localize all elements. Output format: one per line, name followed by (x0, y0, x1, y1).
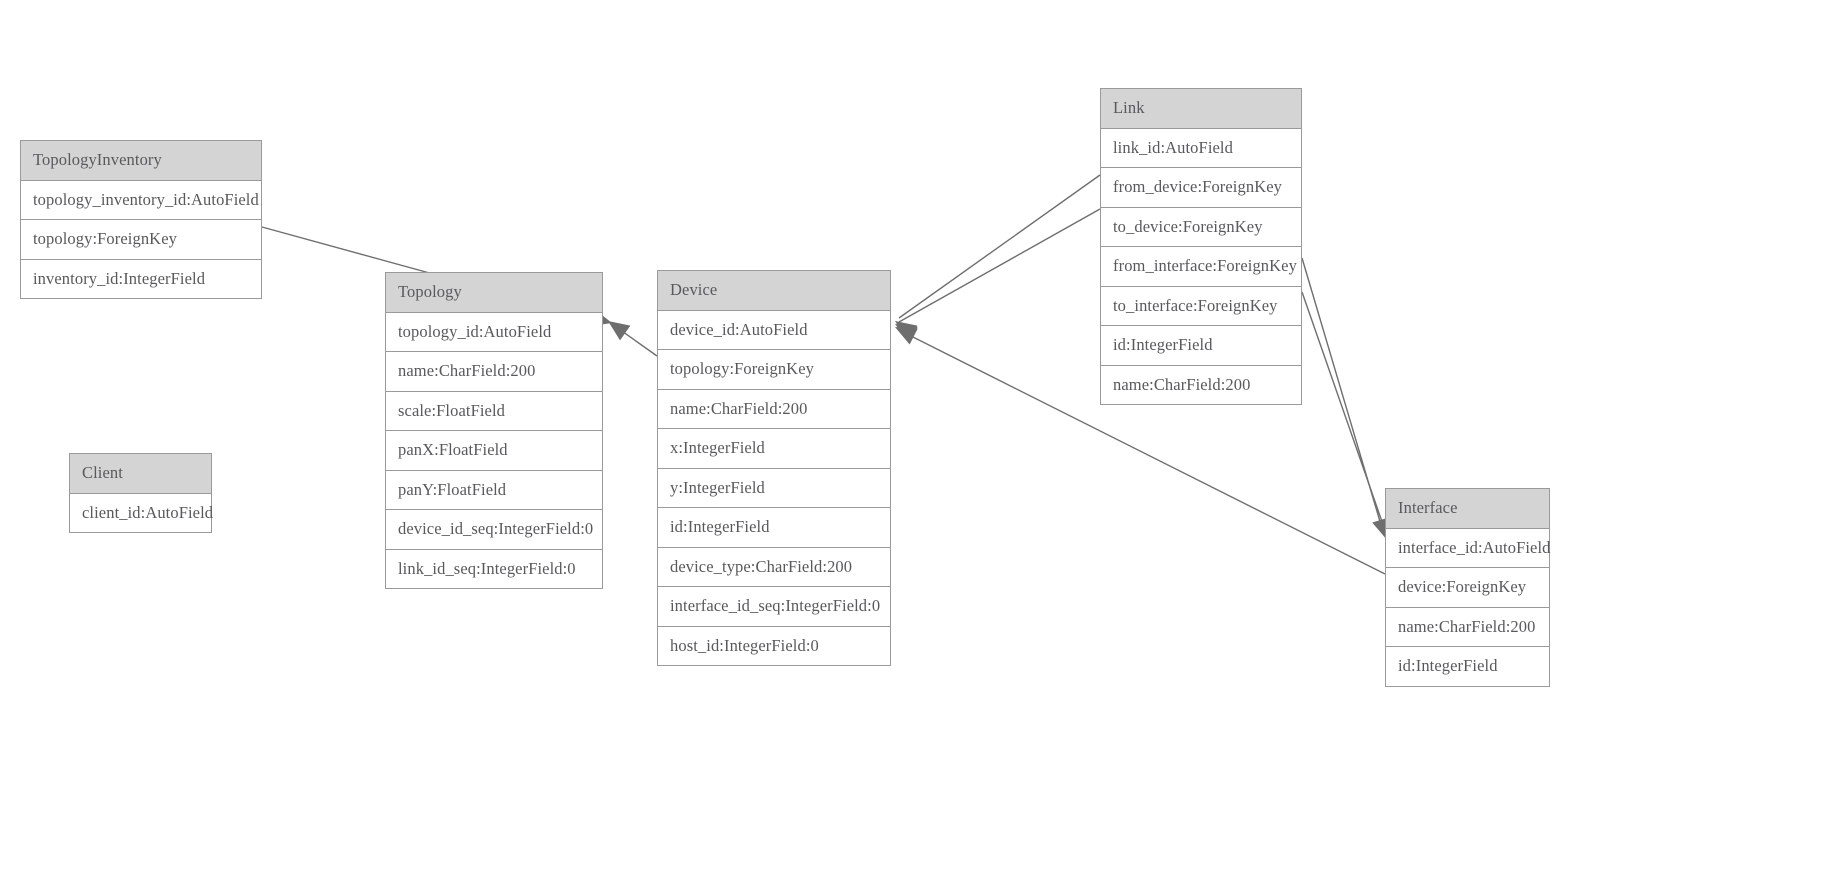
entity-field-device-3: x:IntegerField (658, 429, 890, 469)
relation-arrowhead-1 (608, 321, 631, 341)
relation-link-to-device (895, 174, 1101, 341)
entity-field-link-4: to_interface:ForeignKey (1101, 286, 1301, 326)
entity-title-device: Device (658, 271, 890, 311)
relation-line-3 (898, 208, 1101, 323)
entity-field-link-3: from_interface:ForeignKey (1101, 247, 1301, 287)
entity-field-interface-1: device:ForeignKey (1386, 568, 1549, 608)
entity-field-link-1: from_device:ForeignKey (1101, 168, 1301, 208)
relation-link-to-device (895, 208, 1101, 343)
relation-link-to-interface (1301, 291, 1391, 541)
entity-field-topology-4: panY:FloatField (386, 470, 602, 510)
entity-title-client: Client (70, 454, 211, 494)
entity-field-device-4: y:IntegerField (658, 468, 890, 508)
entity-field-device-2: name:CharField:200 (658, 389, 890, 429)
relation-line-2 (898, 174, 1101, 319)
entity-field-link-2: to_device:ForeignKey (1101, 207, 1301, 247)
entity-title-topology: Topology (386, 273, 602, 313)
entity-field-device-6: device_type:CharField:200 (658, 547, 890, 587)
entity-field-topology-5: device_id_seq:IntegerField:0 (386, 510, 602, 550)
entity-field-link-0: link_id:AutoField (1101, 128, 1301, 168)
relation-device-to-topology (608, 321, 658, 357)
entity-field-topologyinventory-0: topology_inventory_id:AutoField (21, 180, 261, 220)
relation-link-to-interface (1301, 257, 1390, 540)
entity-field-topologyinventory-1: topology:ForeignKey (21, 220, 261, 260)
entity-field-device-5: id:IntegerField (658, 508, 890, 548)
entity-field-link-5: id:IntegerField (1101, 326, 1301, 366)
entity-field-interface-2: name:CharField:200 (1386, 607, 1549, 647)
entity-field-topology-3: panX:FloatField (386, 431, 602, 471)
relation-arrowhead-3 (895, 324, 918, 343)
entity-field-device-7: interface_id_seq:IntegerField:0 (658, 587, 890, 627)
entity-field-topology-6: link_id_seq:IntegerField:0 (386, 549, 602, 588)
relation-arrowhead-2 (895, 321, 918, 341)
entity-field-interface-3: id:IntegerField (1386, 647, 1549, 686)
entity-field-topologyinventory-2: inventory_id:IntegerField (21, 259, 261, 298)
entity-field-device-0: device_id:AutoField (658, 310, 890, 350)
entity-field-device-8: host_id:IntegerField:0 (658, 626, 890, 665)
relation-line-1 (611, 323, 658, 357)
entity-title-interface: Interface (1386, 489, 1549, 529)
entity-field-topology-1: name:CharField:200 (386, 352, 602, 392)
relation-line-5 (1301, 291, 1388, 537)
entity-title-topologyinventory: TopologyInventory (21, 141, 261, 181)
entity-field-topology-2: scale:FloatField (386, 391, 602, 431)
entity-field-topology-0: topology_id:AutoField (386, 312, 602, 352)
entity-field-device-1: topology:ForeignKey (658, 350, 890, 390)
entity-title-link: Link (1101, 89, 1301, 129)
relation-line-4 (1301, 257, 1385, 536)
entity-field-client-0: client_id:AutoField (70, 493, 213, 532)
relation-arrowhead-6 (895, 327, 918, 345)
entity-field-link-6: name:CharField:200 (1101, 365, 1301, 404)
entity-field-interface-0: interface_id:AutoField (1386, 528, 1550, 568)
